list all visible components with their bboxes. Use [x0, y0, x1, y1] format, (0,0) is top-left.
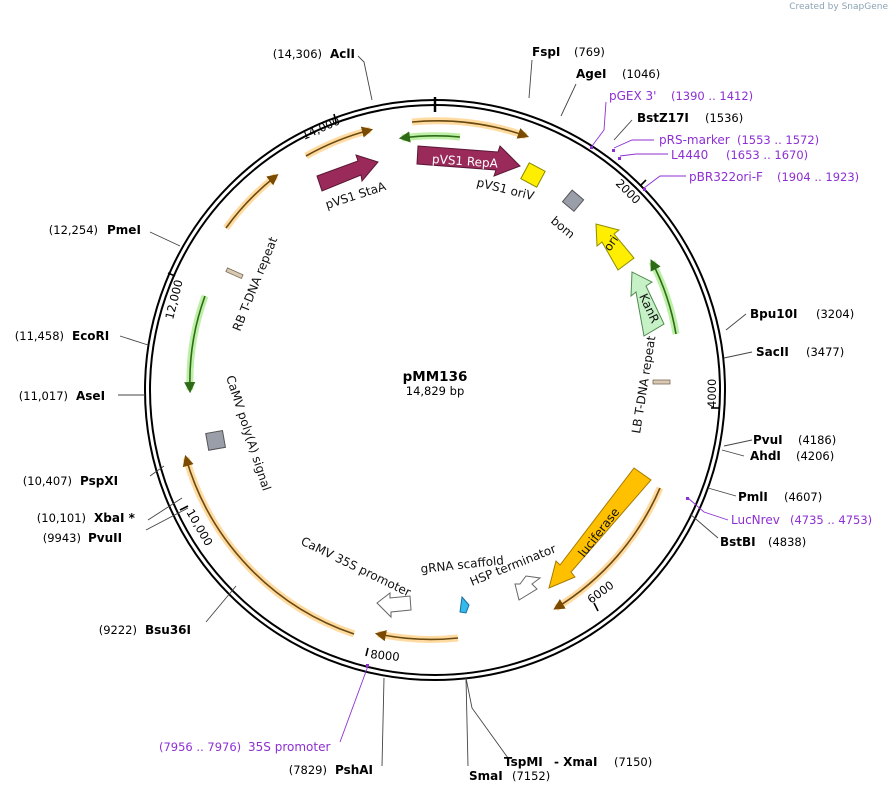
site-name-bstbi: BstBI [720, 535, 756, 549]
site-pos-fspi: (769) [574, 45, 605, 59]
primer-range-pbr322ori-f: (1904 .. 1923) [777, 170, 859, 184]
primer-range-l4440: (1653 .. 1670) [726, 148, 808, 162]
site-pos-pvuii: (9943) [43, 531, 81, 545]
site-pos-pmli: (4607) [784, 490, 822, 504]
plasmid-length: 14,829 bp [406, 384, 465, 398]
site-name-bstz17i: BstZ17I [637, 111, 689, 125]
site-pos-ahdi: (4206) [796, 449, 834, 463]
site-name-ecori: EcoRI [72, 329, 109, 343]
primer-range-lucnrev: (4735 .. 4753) [790, 513, 872, 527]
ticks [167, 113, 719, 657]
feature-hsp-terminator-shape [514, 575, 542, 601]
site-pos-acli: (14,306) [273, 47, 322, 61]
site-pos-bsu36i: (9222) [99, 623, 137, 637]
feature-luciferase-shape [548, 467, 652, 589]
site-pos-xmai: (7150) [614, 755, 652, 769]
plasmid-name: pMM136 [403, 369, 468, 385]
orf-arcs [182, 117, 680, 643]
feature-label-pvs1-repa: pVS1 RepA [432, 152, 500, 171]
feature-label-polya: CaMV poly(A) signal [223, 374, 274, 493]
site-name-bsu36i: Bsu36I [145, 623, 191, 637]
credit-brand: SnapGene [841, 2, 888, 12]
site-pos-pshai: (7829) [289, 763, 327, 777]
site-pos-sacii: (3477) [806, 345, 844, 359]
feature-pvs1-oriv-shape [520, 162, 546, 188]
site-name-smai: SmaI [469, 769, 503, 783]
site-pos-bstbi: (4838) [768, 535, 806, 549]
primer-name-lucnrev: LucNrev [731, 513, 780, 527]
feature-pvs1-repa-shape [416, 145, 521, 177]
primer-name-l4440: L4440 [671, 148, 708, 162]
site-name-fspi: FspI [532, 45, 560, 59]
primer-name-pbr322ori-f: pBR322ori-F [689, 170, 763, 184]
site-name-agei: AgeI [576, 67, 606, 81]
feature-grna-shape [459, 595, 470, 614]
feature-bom-shape [561, 189, 585, 212]
feature-rb-repeat-shape [225, 267, 244, 280]
primer-name-pgex3: pGEX 3' [609, 89, 656, 103]
site-pos-smai: (7152) [512, 769, 550, 783]
primer-name-35s: 35S promoter [248, 740, 330, 754]
primer-name-prs-marker: pRS-marker [659, 133, 730, 147]
feature-kanr-shape [630, 271, 665, 337]
tick-label-8000: 8000 [370, 647, 401, 664]
site-pos-pvui: (4186) [798, 433, 836, 447]
site-pos-asei: (11,017) [19, 389, 68, 403]
site-pos-agei: (1046) [622, 67, 660, 81]
site-pos-xbai: (10,101) [37, 511, 86, 525]
site-name-asei: AseI [76, 389, 105, 403]
credit-prefix: Created by [789, 2, 839, 12]
site-name-xmai: - XmaI [554, 755, 597, 769]
site-pos-pspxi: (10,407) [23, 474, 72, 488]
primer-range-prs-marker: (1553 .. 1572) [737, 133, 819, 147]
feature-label-bom: bom [548, 214, 577, 242]
feature-label-rb-repeat: RB T-DNA repeat [230, 235, 281, 334]
site-name-pmli: PmlI [738, 490, 768, 504]
site-leaders [118, 55, 753, 767]
primer-range-pgex3: (1390 .. 1412) [671, 89, 753, 103]
primer-range-35s: (7956 .. 7976) [159, 740, 241, 754]
site-pos-ecori: (11,458) [15, 329, 64, 343]
feature-label-35s-promoter: CaMV 35S promoter [299, 534, 413, 599]
site-name-pvui: PvuI [753, 433, 783, 447]
feature-ori-shape [595, 223, 635, 271]
site-name-acli: AclI [330, 47, 355, 61]
snapgene-credit: Created by SnapGene [789, 2, 888, 12]
site-name-ahdi: AhdI [750, 449, 781, 463]
site-name-pshai: PshAI [335, 763, 373, 777]
site-name-bpu10i: Bpu10I [750, 307, 797, 321]
primer-marks [366, 146, 689, 667]
site-name-tspmi: TspMI [504, 755, 543, 769]
feature-polya-shape [205, 429, 227, 451]
features [205, 145, 671, 619]
site-name-xbai: XbaI * [94, 511, 136, 525]
feature-label-lb-repeat: LB T-DNA repeat [629, 335, 658, 435]
site-name-pmei: PmeI [107, 223, 141, 237]
site-pos-bstz17i: (1536) [705, 111, 743, 125]
feature-35s-promoter-shape [376, 591, 412, 619]
site-name-pvuii: PvuII [88, 531, 122, 545]
feature-pvs1-staa-shape [316, 154, 379, 192]
primer-leaders [339, 101, 729, 743]
feature-lb-repeat-shape [652, 379, 671, 385]
site-name-sacii: SacII [756, 345, 789, 359]
site-name-pspxi: PspXI [80, 474, 118, 488]
tick-label-2000: 2000 [613, 176, 644, 207]
site-pos-bpu10i: (3204) [816, 307, 854, 321]
site-pos-pmei: (12,254) [49, 223, 98, 237]
tick-label-4000: 4000 [705, 379, 719, 408]
